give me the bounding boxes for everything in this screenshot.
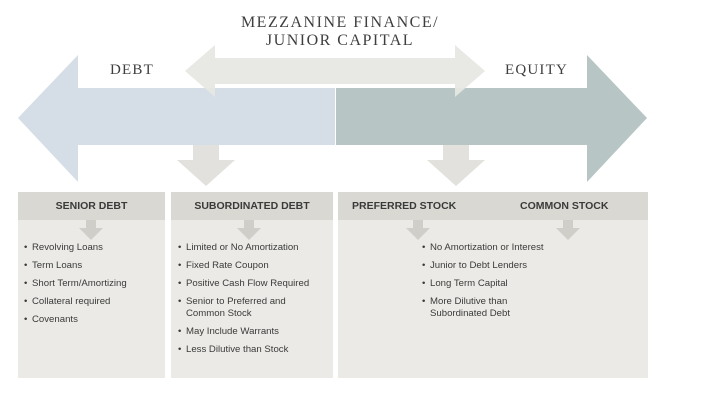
list-item: Fixed Rate Coupon — [178, 260, 330, 272]
equity-list: No Amortization or Interest Junior to De… — [422, 242, 592, 326]
down-arrow-debt — [177, 145, 235, 186]
equity-header-bar: PREFERRED STOCK COMMON STOCK — [338, 192, 648, 220]
list-item: Junior to Debt Lenders — [422, 260, 592, 272]
list-item: Senior to Preferred and Common Stock — [178, 296, 304, 320]
list-item: Long Term Capital — [422, 278, 592, 290]
title-line-2: JUNIOR CAPITAL — [265, 32, 415, 49]
preferred-stock-header: PREFERRED STOCK — [352, 200, 457, 212]
list-item: Term Loans — [24, 260, 162, 272]
subordinated-debt-list: Limited or No Amortization Fixed Rate Co… — [178, 242, 330, 362]
debt-label: DEBT — [110, 62, 154, 78]
list-item: May Include Warrants — [178, 326, 330, 338]
list-item: Short Term/Amortizing — [24, 278, 162, 290]
list-item: Positive Cash Flow Required — [178, 278, 330, 290]
mezzanine-arrow — [185, 45, 485, 97]
title-line-1: MEZZANINE FINANCE/ — [240, 14, 440, 31]
list-item: More Dilutive than Subordinated Debt — [422, 296, 542, 320]
equity-label: EQUITY — [505, 62, 569, 78]
list-item: Covenants — [24, 314, 162, 326]
list-item: Collateral required — [24, 296, 162, 308]
list-item: Limited or No Amortization — [178, 242, 330, 254]
debt-arrow — [18, 55, 335, 182]
down-arrow-equity — [427, 145, 485, 186]
diagram-title: MEZZANINE FINANCE/ JUNIOR CAPITAL — [200, 14, 480, 50]
senior-debt-list: Revolving Loans Term Loans Short Term/Am… — [24, 242, 162, 332]
list-item: Revolving Loans — [24, 242, 162, 254]
senior-debt-header: SENIOR DEBT — [18, 192, 165, 220]
common-stock-header: COMMON STOCK — [520, 200, 609, 212]
list-item: Less Dilutive than Stock — [178, 344, 330, 356]
equity-arrow — [336, 55, 647, 182]
list-item: No Amortization or Interest — [422, 242, 592, 254]
subordinated-debt-header: SUBORDINATED DEBT — [171, 192, 333, 220]
